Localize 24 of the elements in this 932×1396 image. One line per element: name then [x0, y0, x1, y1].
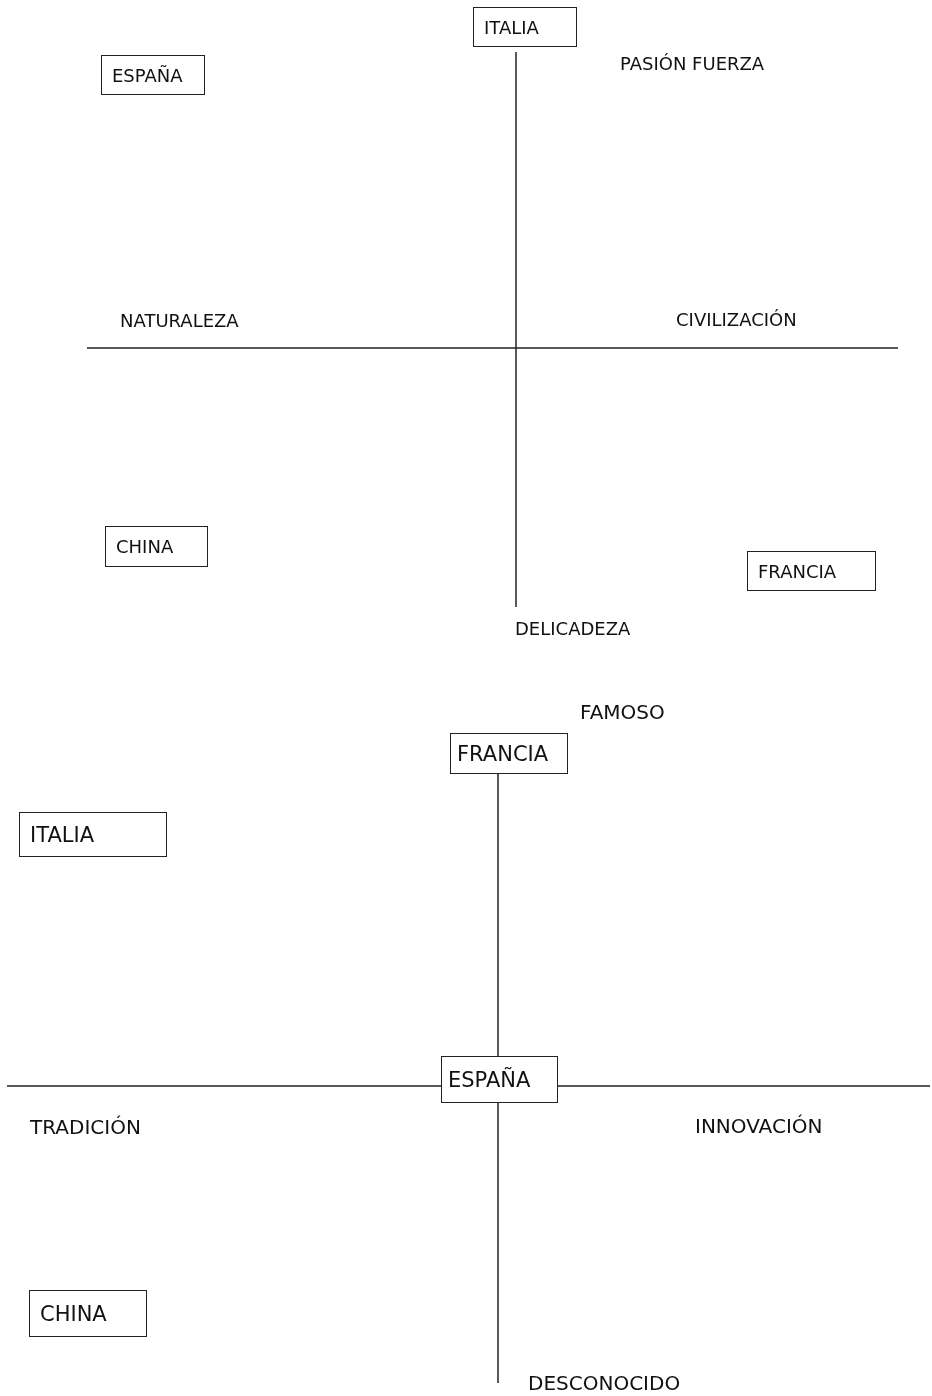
country-name: CHINA [116, 536, 174, 557]
country-box [19, 812, 167, 857]
country-name: ITALIA [484, 16, 539, 38]
country-box [29, 1290, 147, 1337]
country-name: FRANCIA [457, 741, 549, 766]
axis-label: PASIÓN FUERZA [620, 53, 765, 74]
country-box [473, 7, 577, 47]
country-name: ITALIA [30, 822, 94, 847]
country-box [747, 551, 876, 591]
country-box [441, 1056, 558, 1103]
country-name: FRANCIA [758, 560, 837, 582]
country-box [105, 526, 208, 567]
country-box [101, 55, 205, 95]
axis-label: TRADICIÓN [30, 1115, 141, 1139]
country-name: ESPAÑA [448, 1067, 531, 1092]
axis-label: DELICADEZA [515, 618, 631, 639]
axis-label: NATURALEZA [120, 310, 239, 331]
axis-label: INNOVACIÓN [695, 1114, 823, 1138]
country-box [450, 733, 568, 774]
country-name: CHINA [40, 1301, 107, 1326]
axis-label: DESCONOCIDO [528, 1371, 681, 1395]
axis-label: CIVILIZACIÓN [676, 309, 797, 330]
country-name: ESPAÑA [112, 64, 183, 86]
axis-label: FAMOSO [580, 700, 665, 724]
